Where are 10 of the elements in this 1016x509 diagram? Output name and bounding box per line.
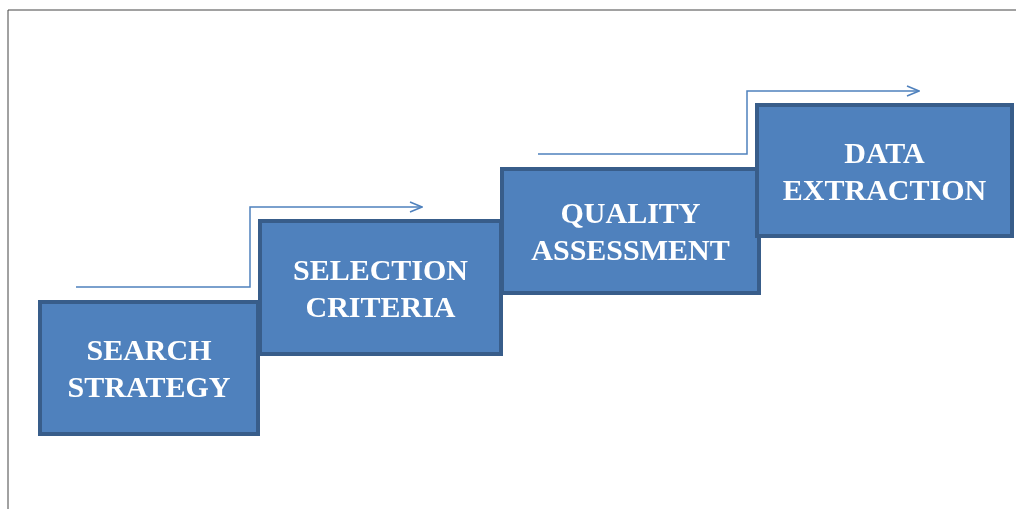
- process-box: [38, 300, 260, 436]
- process-box: [500, 167, 761, 295]
- step-label: DATA EXTRACTION: [781, 134, 988, 208]
- step-arrow: [537, 85, 920, 155]
- process-box: [258, 219, 503, 356]
- step-label: SELECTION CRITERIA: [291, 251, 470, 325]
- step-label: QUALITY ASSESSMENT: [530, 195, 731, 268]
- step-arrow: [75, 201, 423, 288]
- step-label: SEARCH STRATEGY: [66, 332, 232, 405]
- process-box: [755, 103, 1014, 238]
